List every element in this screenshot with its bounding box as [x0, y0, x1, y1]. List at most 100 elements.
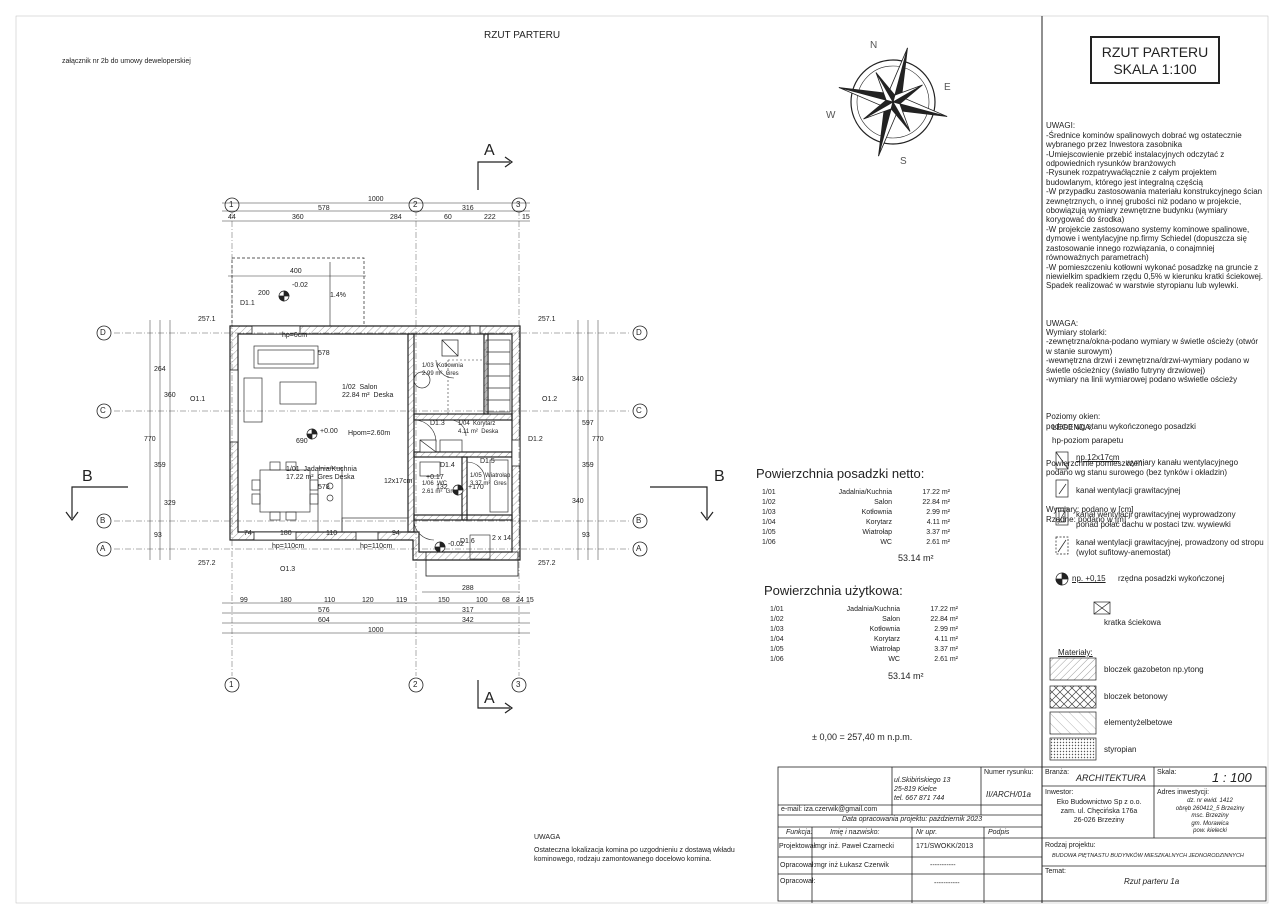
tb-r3-func: Opracował:: [780, 878, 816, 885]
hp110-b: hp=110cm: [360, 543, 393, 550]
tb-r3-no: -----------: [934, 880, 960, 887]
tb-r1-func: Projektował:: [779, 843, 818, 850]
window-o12: O1.2: [542, 396, 558, 403]
legend-vent-size: np.12x17cm: [1076, 453, 1120, 462]
tb-drawing-no: II/ARCH/01a: [986, 790, 1031, 799]
dim-top2-222: 222: [484, 214, 496, 221]
tb-scale-label: Skala:: [1157, 769, 1177, 776]
bdim-604: 604: [318, 617, 330, 624]
tb-investor: Eko Budownictwo Sp z o.o. zam. ul. Chęci…: [1056, 799, 1142, 824]
title-box-line1: RZUT PARTERU: [1101, 44, 1209, 60]
tb-r2-func: Opracował:: [780, 862, 816, 869]
axis-2-bottom: 2: [413, 680, 418, 689]
tb-date: Data opracowania projektu: pażdziernik 2…: [842, 816, 983, 823]
page-title: RZUT PARTERU: [484, 30, 561, 41]
lvl-0: +0.00: [320, 428, 338, 435]
axis-c-left: C: [100, 406, 106, 415]
tb-inv-addr: dz. nr ewid. 1412 obręb 260412_5 Brzezin…: [1175, 798, 1245, 834]
door-d12: D1.2: [528, 436, 543, 443]
door-d14: D1.4: [440, 462, 455, 469]
areas-net-cell-no: 1/01: [762, 489, 776, 496]
areas-usable-cell-name: Salon: [882, 616, 900, 623]
room-105: 1/05 Wiatrołap 3.37 m² Gres: [470, 473, 511, 487]
tb-scale: 1 : 100: [1212, 770, 1252, 785]
dim-74: 74: [244, 530, 252, 537]
section-a-top: A: [484, 142, 495, 159]
legend-mat3: elementyżelbetowe: [1104, 718, 1173, 727]
areas-usable-row: 1/06 WC 2.61 m²: [770, 655, 958, 665]
dim-110: 110: [326, 530, 338, 537]
lvl-terrace: -0.02: [292, 282, 308, 289]
compass-n: N: [870, 40, 878, 51]
dim-top2-44: 44: [228, 214, 236, 221]
areas-usable-cell-name: WC: [888, 656, 900, 663]
tb-r2-name: mgr inż Łukasz Czerwik: [815, 862, 889, 869]
areas-usable-cell-name: Wiatrołap: [870, 646, 900, 653]
notes-uwagi: UWAGI: -Średnice kominów spalinowych dob…: [1046, 121, 1263, 291]
rdim-340: 340: [572, 376, 584, 383]
areas-net-title: Powierzchnia posadzki netto:: [756, 466, 925, 481]
pct-slope: 1.4%: [330, 292, 346, 299]
tb-topic: Rzut parteru 1a: [1124, 877, 1180, 886]
legend-hp: hp-poziom parapetu: [1052, 436, 1124, 445]
areas-usable-cell-no: 1/03: [770, 626, 784, 633]
areas-usable-cell-area: 2.61 m²: [934, 656, 958, 663]
tb-inv-addr-label: Adres inwestycji:: [1157, 789, 1210, 796]
axis-a-right: A: [636, 544, 642, 553]
areas-net-cell-name: Korytarz: [865, 519, 892, 526]
axis-c-right: C: [636, 406, 642, 415]
legend-mat1: bloczek gazobeton np.ytong: [1104, 665, 1204, 674]
areas-usable-cell-area: 2.99 m²: [934, 626, 958, 633]
areas-net-cell-name: Kotłownia: [861, 509, 892, 516]
title-box-line2: SKALA 1:100: [1113, 61, 1197, 77]
bdim-100: 100: [476, 597, 488, 604]
axis-d-left: D: [100, 328, 106, 337]
areas-net-cell-area: 4.11 m²: [926, 519, 950, 526]
legend-mat2: bloczek betonowy: [1104, 692, 1168, 701]
lvl-porch: -0.02: [448, 541, 464, 548]
walls: [229, 325, 521, 561]
areas-net-cell-area: 2.99 m²: [926, 509, 950, 516]
bdim-24: 24: [516, 597, 524, 604]
areas-usable-total: 53.14 m²: [888, 671, 924, 681]
door-d16: D1.6: [460, 538, 475, 545]
elev-bl: 257.2: [198, 560, 216, 567]
bdim-1000: 1000: [368, 627, 384, 634]
door-d11: D1.1: [240, 300, 255, 307]
bdim-120: 120: [362, 597, 374, 604]
dim-top2-360: 360: [292, 214, 304, 221]
door-d15: D1.5: [480, 458, 495, 465]
areas-net-cell-no: 1/02: [762, 499, 776, 506]
window-o11: O1.1: [190, 396, 206, 403]
attachment-note: załącznik nr 2b do umowy deweloperskiej: [62, 58, 191, 65]
room-106: 1/06 WC 2.61 m² Gres: [422, 481, 459, 495]
bdim-110: 110: [324, 597, 336, 604]
elev-br: 257.2: [538, 560, 556, 567]
dim-2x14-a: 2 x 14: [492, 535, 512, 542]
bdim-317: 317: [462, 607, 474, 614]
tb-branch: ARCHITEKTURA: [1076, 773, 1147, 783]
ldim-770: 770: [144, 436, 156, 443]
areas-usable-cell-name: Korytarz: [873, 636, 900, 643]
level-note: ± 0,00 = 257,40 m n.p.m.: [812, 732, 913, 742]
dim-180: 180: [280, 530, 292, 537]
areas-net-cell-name: Jadalnia/Kuchnia: [838, 489, 892, 496]
tb-address: ul.Skibińskiego 13 25-819 Kielce tel. 66…: [894, 777, 951, 802]
rdim-770: 770: [592, 436, 604, 443]
areas-usable-title: Powierzchnia użytkowa:: [764, 583, 903, 598]
dim-top-316: 316: [462, 205, 474, 212]
areas-usable-cell-no: 1/06: [770, 656, 784, 663]
axis-3-top: 3: [516, 200, 521, 209]
bdim-150: 150: [438, 597, 450, 604]
ldim-329: 329: [164, 500, 176, 507]
compass-s: S: [900, 156, 907, 167]
legend-drain: kratka ściekowa: [1104, 618, 1161, 627]
hp110-a: hp=110cm: [272, 543, 305, 550]
areas-net-cell-area: 3.37 m²: [926, 529, 950, 536]
tb-drawing-no-label: Numer rysunku:: [984, 769, 1034, 776]
